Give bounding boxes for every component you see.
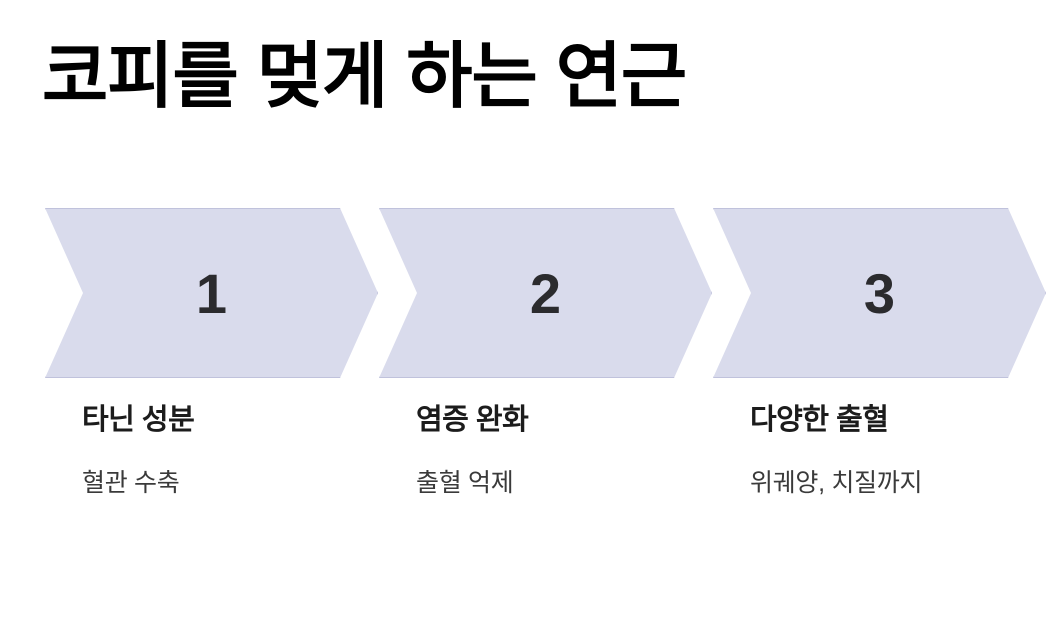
- caption-step-2-heading: 염증 완화: [416, 404, 529, 436]
- caption-step-2: 염증 완화 출혈 억제: [416, 404, 736, 498]
- caption-step-1: 타닌 성분 혈관 수축: [82, 404, 402, 498]
- caption-step-1-heading: 타닌 성분: [82, 404, 195, 436]
- chevron-step-3: 3: [713, 208, 1046, 378]
- chevron-step-2: 2: [379, 208, 712, 378]
- caption-step-3: 다양한 출혈 위궤양, 치질까지: [750, 404, 1064, 498]
- caption-step-3-subtext: 위궤양, 치질까지: [750, 469, 923, 498]
- caption-step-3-heading: 다양한 출혈: [750, 404, 889, 436]
- chevron-step-1: 1: [45, 208, 378, 378]
- chevron-step-1-number: 1: [195, 262, 228, 325]
- process-chevron-row: 1 2 3: [0, 208, 1064, 378]
- chevron-step-2-number: 2: [529, 262, 562, 325]
- chevron-step-3-number: 3: [863, 262, 896, 325]
- caption-step-1-subtext: 혈관 수축: [82, 469, 180, 498]
- caption-step-2-subtext: 출혈 억제: [416, 469, 514, 498]
- page-title: 코피를 멎게 하는 연근: [42, 37, 687, 117]
